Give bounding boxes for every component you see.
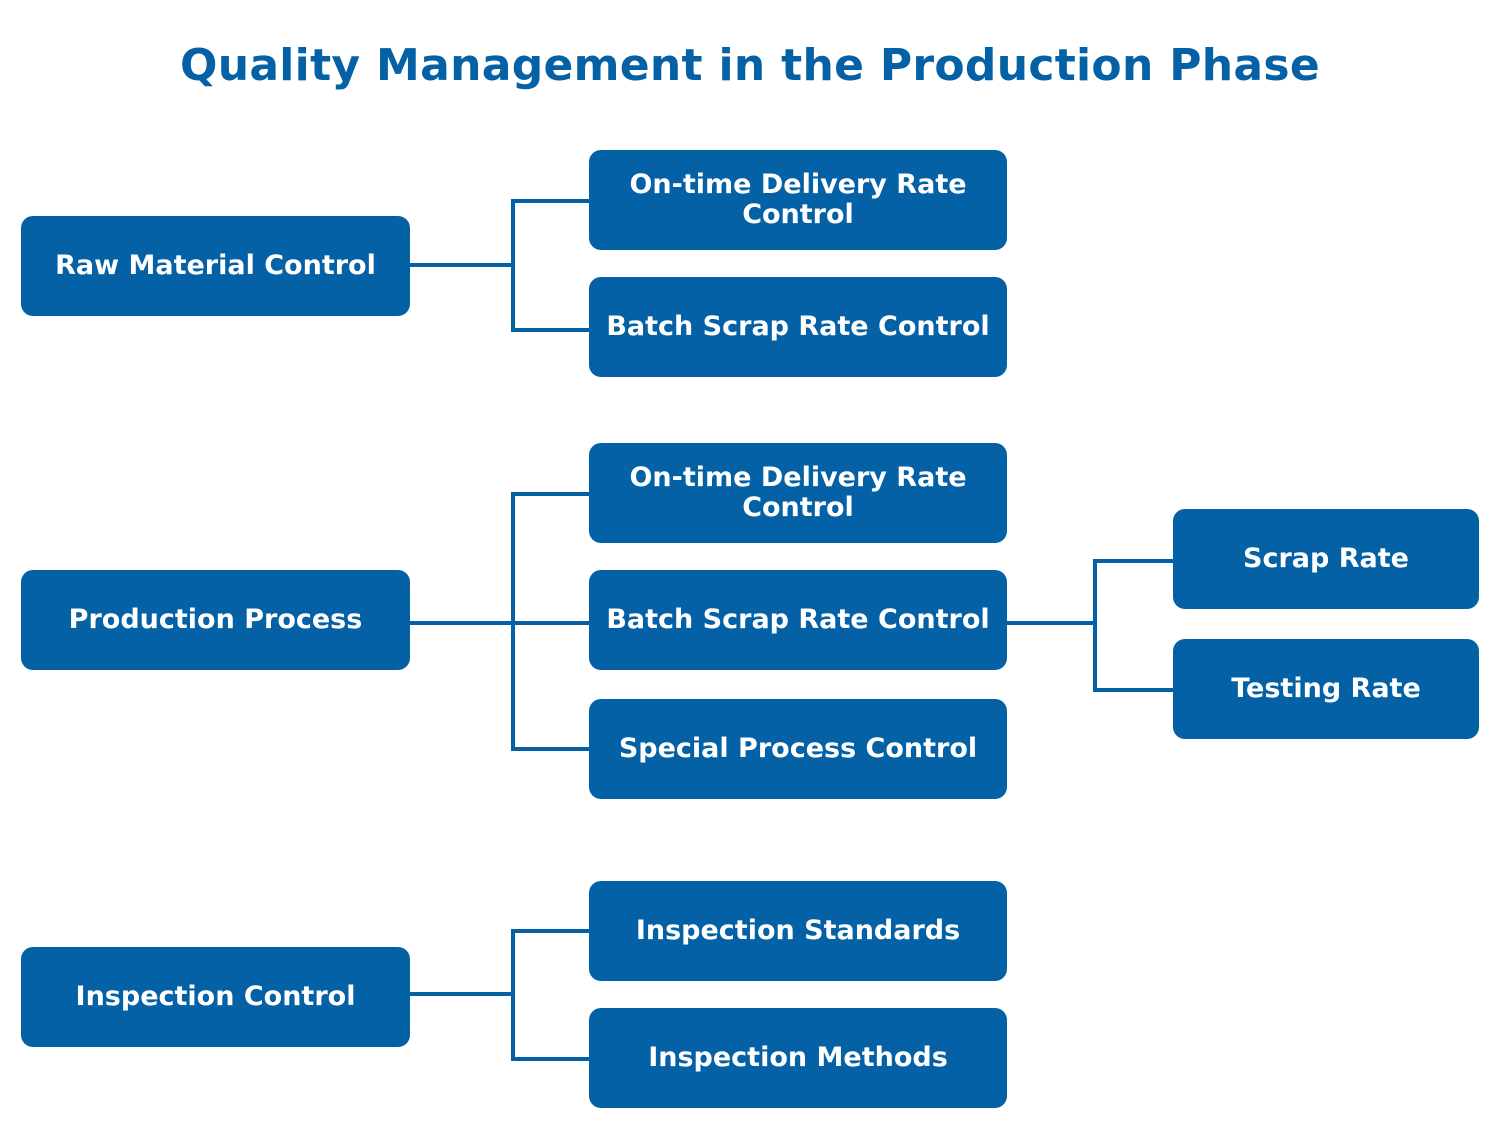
node-scrap-rate: Scrap Rate [1173, 509, 1479, 609]
node-raw-material-control: Raw Material Control [21, 216, 410, 316]
node-raw-batch-scrap-rate-control: Batch Scrap Rate Control [589, 277, 1007, 377]
node-inspection-standards: Inspection Standards [589, 881, 1007, 981]
node-testing-rate: Testing Rate [1173, 639, 1479, 739]
node-inspection-control: Inspection Control [21, 947, 410, 1047]
node-prod-on-time-delivery-rate-control: On-time Delivery Rate Control [589, 443, 1007, 543]
node-inspection-methods: Inspection Methods [589, 1008, 1007, 1108]
diagram-title: Quality Management in the Production Pha… [179, 40, 1320, 91]
node-prod-special-process-control: Special Process Control [589, 699, 1007, 799]
node-raw-on-time-delivery-rate-control: On-time Delivery Rate Control [589, 150, 1007, 250]
node-prod-batch-scrap-rate-control: Batch Scrap Rate Control [589, 570, 1007, 670]
node-production-process: Production Process [21, 570, 410, 670]
